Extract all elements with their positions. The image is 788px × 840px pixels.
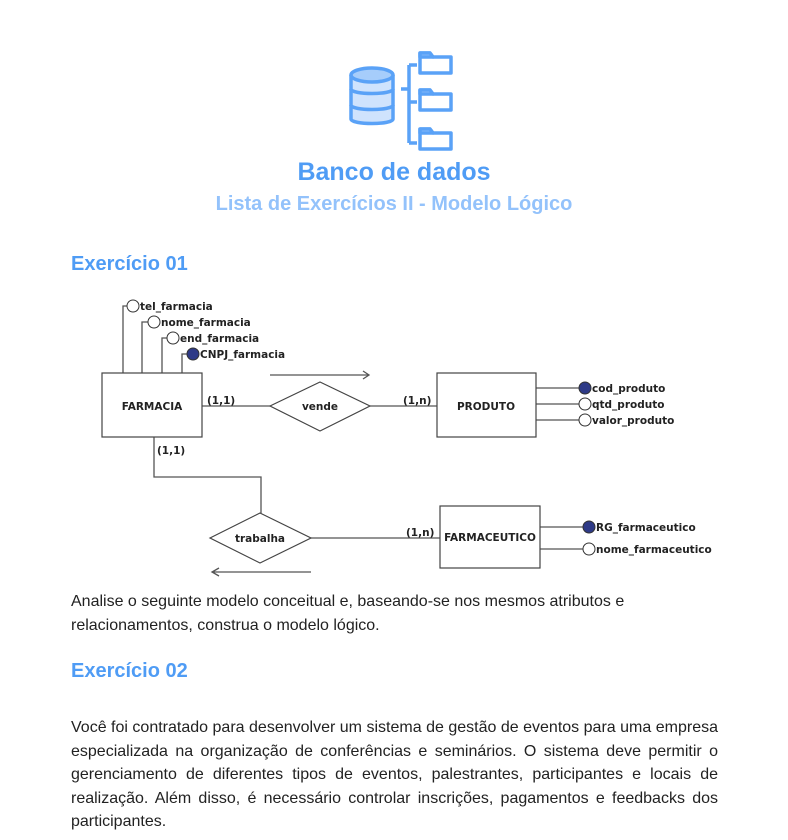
- relationship-label: trabalha: [235, 533, 285, 545]
- er-diagram: tel_farmacia nome_farmacia end_farmacia …: [101, 299, 712, 577]
- cardinality: (1,1): [207, 395, 235, 407]
- page-title: Banco de dados: [297, 158, 491, 186]
- entity-label: FARMACEUTICO: [444, 532, 536, 544]
- exercise-01-text: Analise o seguinte modelo conceitual e, …: [71, 593, 625, 634]
- key-attribute-circle: [582, 520, 596, 534]
- entity-produto: [436, 372, 537, 438]
- attr-label: end_farmacia: [180, 333, 259, 345]
- attr-label: cod_produto: [592, 383, 665, 395]
- attribute-circle: [578, 413, 592, 427]
- attribute-circle: [126, 299, 140, 313]
- database-folders-icon: [349, 51, 453, 151]
- exercise-01-heading: Exercício 01: [71, 253, 188, 275]
- entity-farmacia: [101, 372, 203, 438]
- entity-label: PRODUTO: [457, 401, 515, 413]
- attr-label: valor_produto: [592, 415, 674, 427]
- cardinality: (1,n): [403, 395, 431, 407]
- cardinality: (1,1): [157, 445, 185, 457]
- page-subtitle: Lista de Exercícios II - Modelo Lógico: [215, 193, 573, 215]
- entity-farmaceutico: [439, 505, 541, 569]
- relationship-vende: [268, 381, 372, 432]
- exercise-02-heading: Exercício 02: [71, 660, 188, 682]
- attr-label: qtd_produto: [592, 399, 664, 411]
- attribute-circle: [166, 331, 180, 345]
- cardinality: (1,n): [406, 527, 434, 539]
- attribute-circle: [582, 542, 596, 556]
- entity-label: FARMACIA: [122, 401, 183, 413]
- attr-label: nome_farmacia: [161, 317, 251, 329]
- key-attribute-circle: [578, 381, 592, 395]
- attribute-circle: [578, 397, 592, 411]
- attr-label: CNPJ_farmacia: [200, 349, 285, 361]
- attr-label: RG_farmaceutico: [596, 522, 696, 534]
- key-attribute-circle: [186, 347, 200, 361]
- exercise-02-text: Você foi contratado para desenvolver um …: [71, 719, 718, 830]
- relationship-trabalha: [208, 512, 313, 564]
- attr-label: tel_farmacia: [140, 301, 213, 313]
- attribute-circle: [147, 315, 161, 329]
- relationship-label: vende: [302, 401, 338, 413]
- attr-label: nome_farmaceutico: [596, 544, 712, 556]
